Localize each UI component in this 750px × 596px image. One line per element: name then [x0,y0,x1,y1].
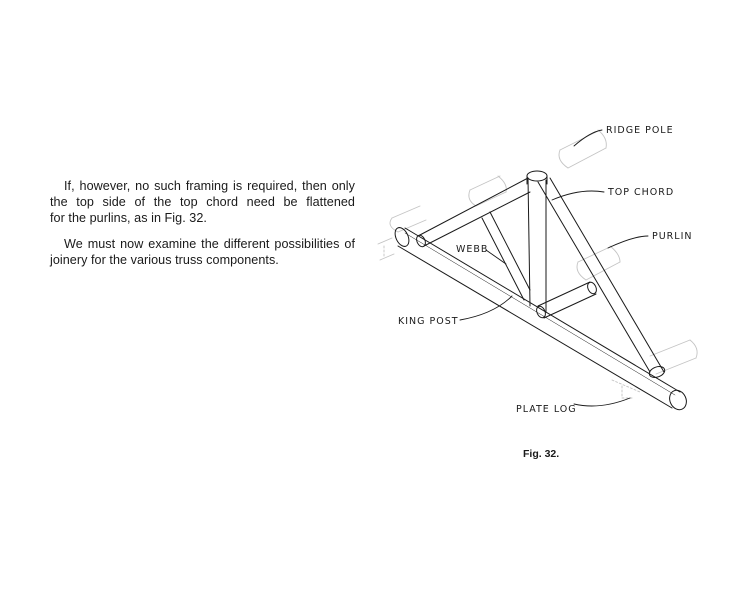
left-rafter [416,177,531,248]
truss-illustration: RIDGE POLE TOP CHORD PURLIN WEBB KING PO… [370,112,710,432]
paragraph-line: If, however, no such framing is required… [64,179,355,193]
label-king-post: KING POST [398,316,459,327]
webb-brace [481,211,531,301]
king-post [526,170,548,313]
label-top-chord: TOP CHORD [607,187,674,198]
body-text: If, however, no such framing is required… [50,178,355,268]
leader-lines [459,129,649,407]
cross-brace [536,281,597,319]
plate-log [394,227,687,411]
paragraph-line: for the purlins, as in Fig. 32. [50,211,207,225]
paragraph-line: We must now examine the different possib… [64,237,355,251]
label-plate-log: PLATE LOG [516,404,577,415]
background-logs [377,129,698,399]
paragraph-line: joinery for the various truss components… [50,253,279,267]
paragraph-line: the top side of the top chord need be fl… [50,195,355,209]
label-ridge-pole: RIDGE POLE [606,125,674,136]
top-chord [537,177,666,378]
truss-drawing: RIDGE POLE TOP CHORD PURLIN WEBB KING PO… [377,125,698,415]
label-webb: WEBB [456,244,488,255]
paragraph-framing: If, however, no such framing is required… [50,178,355,226]
figure-caption: Fig. 32. [523,448,560,460]
label-purlin: PURLIN [652,231,692,242]
paragraph-joinery: We must now examine the different possib… [50,236,355,268]
